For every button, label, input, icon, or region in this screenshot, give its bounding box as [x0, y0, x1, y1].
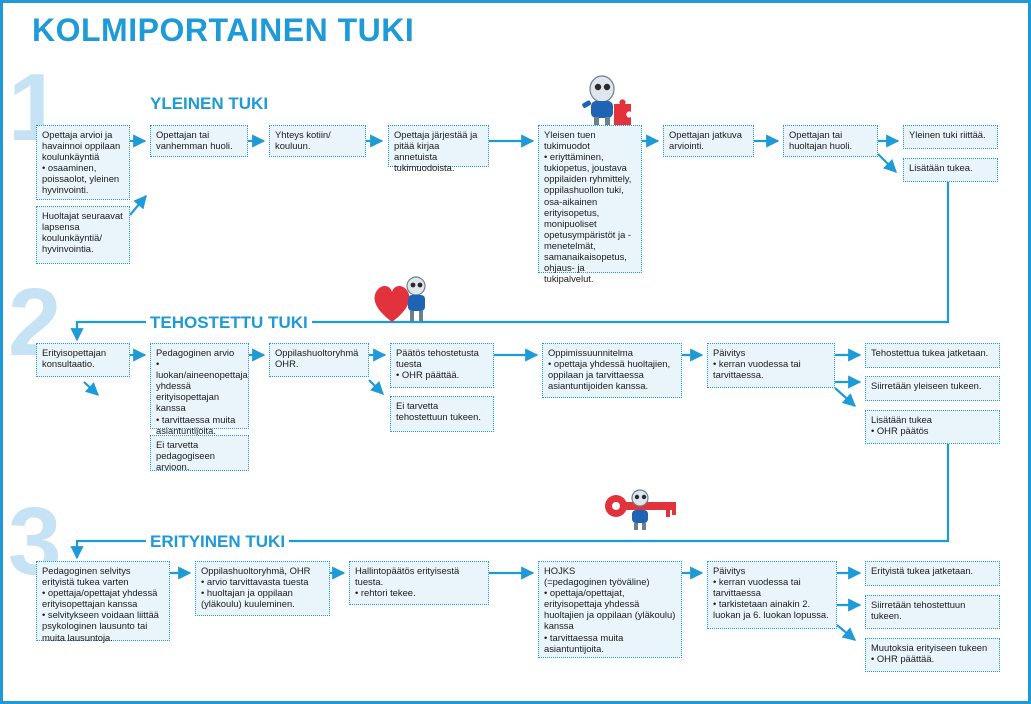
- box-add-support-2: Lisätään tukea • OHR päätös: [865, 410, 1000, 444]
- box-pedagogical-assessment: Pedagoginen arvio • luokan/aineenopettaj…: [150, 343, 249, 436]
- page-title: KOLMIPORTAINEN TUKI: [32, 12, 415, 48]
- robot-with-puzzle-piece-icon: [582, 75, 631, 125]
- box-changes-to-special-support: Muutoksia erityiseen tukeen • OHR päättä…: [865, 638, 1000, 672]
- box-administrative-decision: Hallintopäätös erityisestä tuesta. • reh…: [349, 561, 489, 605]
- box-ohr-assessment: Oppilashuoltoryhmä, OHR • arvio tarvitta…: [195, 561, 330, 616]
- box-hojks: HOJKS (=pedagoginen työväline) • opettaj…: [538, 561, 682, 658]
- box-update-3: Päivitys • kerran vuodessa tai tarvittae…: [707, 561, 837, 629]
- box-learning-plan: Oppimissuunnitelma • opettaja yhdessä hu…: [542, 343, 682, 398]
- box-teacher-or-parent-concern: Opettajan tai vanhemman huoli.: [150, 125, 248, 157]
- box-no-need-for-enhanced-support: Ei tarvetta tehostettuun tukeen.: [390, 396, 494, 432]
- section-3-title: ERITYINEN TUKI: [146, 532, 290, 552]
- box-no-need-for-assessment: Ei tarvetta pedagogiseen arvioon.: [150, 435, 249, 472]
- box-add-support-1: Lisätään tukea.: [903, 158, 998, 182]
- box-continuous-assessment: Opettajan jatkuva arviointi.: [663, 125, 754, 157]
- box-enhanced-support-continues: Tehostettua tukea jatketaan.: [865, 343, 1000, 368]
- box-update-2: Päivitys • kerran vuodessa tai tarvittae…: [707, 343, 835, 388]
- box-general-support-sufficient: Yleinen tuki riittää.: [903, 125, 998, 149]
- box-student-welfare-group: Oppilashuoltoryhmä OHR.: [269, 343, 369, 377]
- box-move-to-general-support: Siirretään yleiseen tukeen.: [865, 376, 1000, 401]
- box-pedagogical-report: Pedagoginen selvitys erityistä tukea var…: [36, 561, 170, 643]
- box-special-support-continues: Erityistä tukea jatketaan.: [865, 561, 1000, 586]
- box-teacher-assesses: Opettaja arvioi ja havainnoi oppilaan ko…: [36, 125, 130, 200]
- box-teacher-records-support: Opettaja järjestää ja pitää kirjaa annet…: [388, 125, 489, 173]
- box-move-to-enhanced-support: Siirretään tehostettuun tukeen.: [865, 595, 1000, 629]
- section-1-title: YLEINEN TUKI: [146, 94, 273, 114]
- box-enhanced-support-decision: Päätös tehostetusta tuesta • OHR päättää…: [390, 343, 494, 388]
- box-special-teacher-consultation: Erityisopettajan konsultaatio.: [36, 343, 130, 377]
- robot-with-heart-icon: [374, 276, 426, 322]
- box-contact-home-school: Yhteys kotiin/ kouluun.: [269, 125, 366, 157]
- section-2-title: TEHOSTETTU TUKI: [146, 313, 312, 333]
- robot-with-key-icon: [605, 489, 676, 530]
- box-general-support-forms: Yleisen tuen tukimuodot • eriyttäminen, …: [538, 125, 642, 284]
- box-guardians-follow: Huoltajat seuraavat lapsensa koulunkäynt…: [36, 206, 130, 264]
- box-teacher-or-guardian-concern: Opettajan tai huoltajan huoli.: [783, 125, 878, 157]
